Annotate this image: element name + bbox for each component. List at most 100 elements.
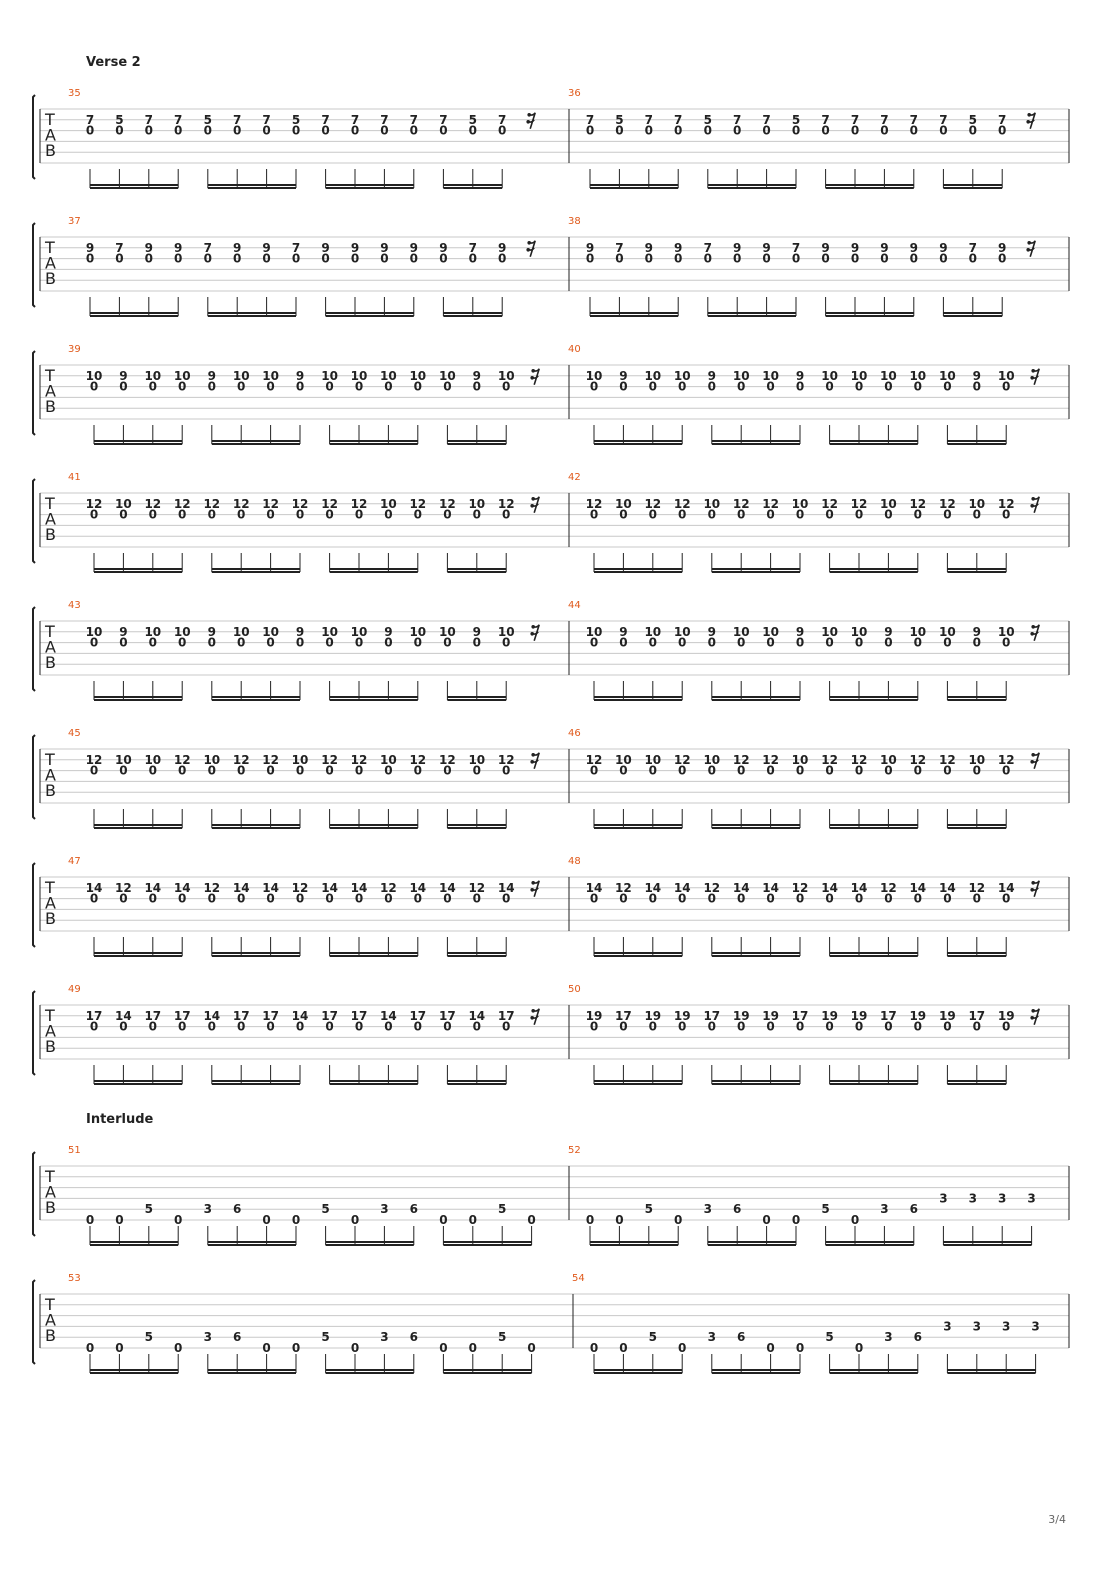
- fret-number: 10: [762, 369, 779, 383]
- fret-number: 10: [703, 497, 720, 511]
- sixteenth-rest: [1030, 760, 1034, 764]
- fret-number: 10: [644, 369, 661, 383]
- fret-number: 0: [590, 1341, 598, 1355]
- fret-number: 10: [821, 625, 838, 639]
- fret-number: 17: [233, 1009, 250, 1023]
- measure-number: 45: [68, 728, 81, 739]
- fret-number: 0: [292, 252, 300, 266]
- fret-number: 0: [792, 252, 800, 266]
- fret-number: 0: [649, 1020, 657, 1034]
- fret-number: 0: [355, 1020, 363, 1034]
- fret-number: 14: [998, 881, 1015, 895]
- fret-number: 0: [204, 252, 212, 266]
- fret-number: 0: [119, 636, 127, 650]
- fret-number: 6: [233, 1330, 241, 1344]
- fret-number: 9: [473, 625, 481, 639]
- fret-number: 0: [880, 124, 888, 138]
- fret-number: 17: [703, 1009, 720, 1023]
- sixteenth-rest: [527, 241, 531, 245]
- fret-number: 0: [292, 124, 300, 138]
- system-bracket: [32, 734, 36, 820]
- fret-number: 0: [796, 764, 804, 778]
- fret-number: 0: [266, 380, 274, 394]
- fret-number: 0: [237, 764, 245, 778]
- system-bracket: [32, 94, 36, 180]
- fret-number: 0: [708, 380, 716, 394]
- fret-number: 0: [414, 508, 422, 522]
- fret-number: 0: [292, 1213, 300, 1227]
- fret-number: 7: [292, 241, 300, 255]
- fret-number: 19: [851, 1009, 868, 1023]
- sixteenth-rest: [1031, 625, 1035, 629]
- sixteenth-rest: [531, 881, 535, 885]
- fret-number: 0: [90, 636, 98, 650]
- fret-number: 10: [144, 369, 161, 383]
- fret-number: 10: [380, 753, 397, 767]
- fret-number: 0: [969, 252, 977, 266]
- measure-number: 39: [68, 344, 81, 355]
- fret-number: 10: [262, 625, 279, 639]
- fret-number: 10: [644, 753, 661, 767]
- fret-number: 10: [409, 369, 426, 383]
- fret-number: 0: [792, 1213, 800, 1227]
- fret-number: 7: [939, 113, 947, 127]
- fret-number: 14: [351, 881, 368, 895]
- fret-number: 12: [380, 881, 397, 895]
- fret-number: 0: [796, 380, 804, 394]
- fret-number: 0: [619, 892, 627, 906]
- fret-number: 0: [973, 764, 981, 778]
- sixteenth-rest: [1030, 504, 1034, 508]
- fret-number: 0: [296, 764, 304, 778]
- fret-number: 0: [502, 636, 510, 650]
- fret-number: 0: [237, 380, 245, 394]
- fret-number: 7: [880, 113, 888, 127]
- fret-number: 0: [296, 892, 304, 906]
- fret-number: 0: [943, 764, 951, 778]
- fret-number: 0: [115, 1213, 123, 1227]
- fret-number: 9: [380, 241, 388, 255]
- fret-number: 12: [880, 881, 897, 895]
- fret-number: 0: [237, 1020, 245, 1034]
- fret-number: 9: [619, 625, 627, 639]
- fret-number: 10: [144, 753, 161, 767]
- fret-number: 0: [178, 636, 186, 650]
- fret-number: 19: [939, 1009, 956, 1023]
- fret-number: 0: [414, 892, 422, 906]
- tab-clef-letter: A: [45, 1022, 56, 1041]
- sixteenth-rest: [1031, 369, 1035, 373]
- fret-number: 0: [855, 1020, 863, 1034]
- fret-number: 6: [910, 1202, 918, 1216]
- fret-number: 0: [178, 1020, 186, 1034]
- fret-number: 0: [766, 1020, 774, 1034]
- fret-number: 7: [204, 241, 212, 255]
- fret-number: 0: [914, 1020, 922, 1034]
- fret-number: 0: [149, 508, 157, 522]
- fret-number: 0: [90, 892, 98, 906]
- measure-number: 41: [68, 472, 81, 483]
- fret-number: 6: [233, 1202, 241, 1216]
- fret-number: 0: [825, 1020, 833, 1034]
- fret-number: 0: [590, 380, 598, 394]
- fret-number: 10: [115, 497, 132, 511]
- sixteenth-rest: [530, 760, 534, 764]
- fret-number: 19: [586, 1009, 603, 1023]
- fret-number: 0: [825, 380, 833, 394]
- sixteenth-rest: [1027, 113, 1031, 117]
- fret-number: 7: [498, 113, 506, 127]
- fret-number: 0: [910, 252, 918, 266]
- tab-clef-letter: A: [45, 1183, 56, 1202]
- fret-number: 0: [998, 124, 1006, 138]
- fret-number: 12: [821, 497, 838, 511]
- fret-number: 0: [86, 1213, 94, 1227]
- fret-number: 0: [855, 1341, 863, 1355]
- fret-number: 10: [439, 369, 456, 383]
- sixteenth-rest: [531, 625, 535, 629]
- fret-number: 0: [825, 508, 833, 522]
- fret-number: 9: [880, 241, 888, 255]
- fret-number: 10: [644, 625, 661, 639]
- fret-number: 0: [733, 252, 741, 266]
- tab-clef-letter: T: [44, 238, 55, 257]
- fret-number: 0: [1002, 1020, 1010, 1034]
- fret-number: 14: [586, 881, 603, 895]
